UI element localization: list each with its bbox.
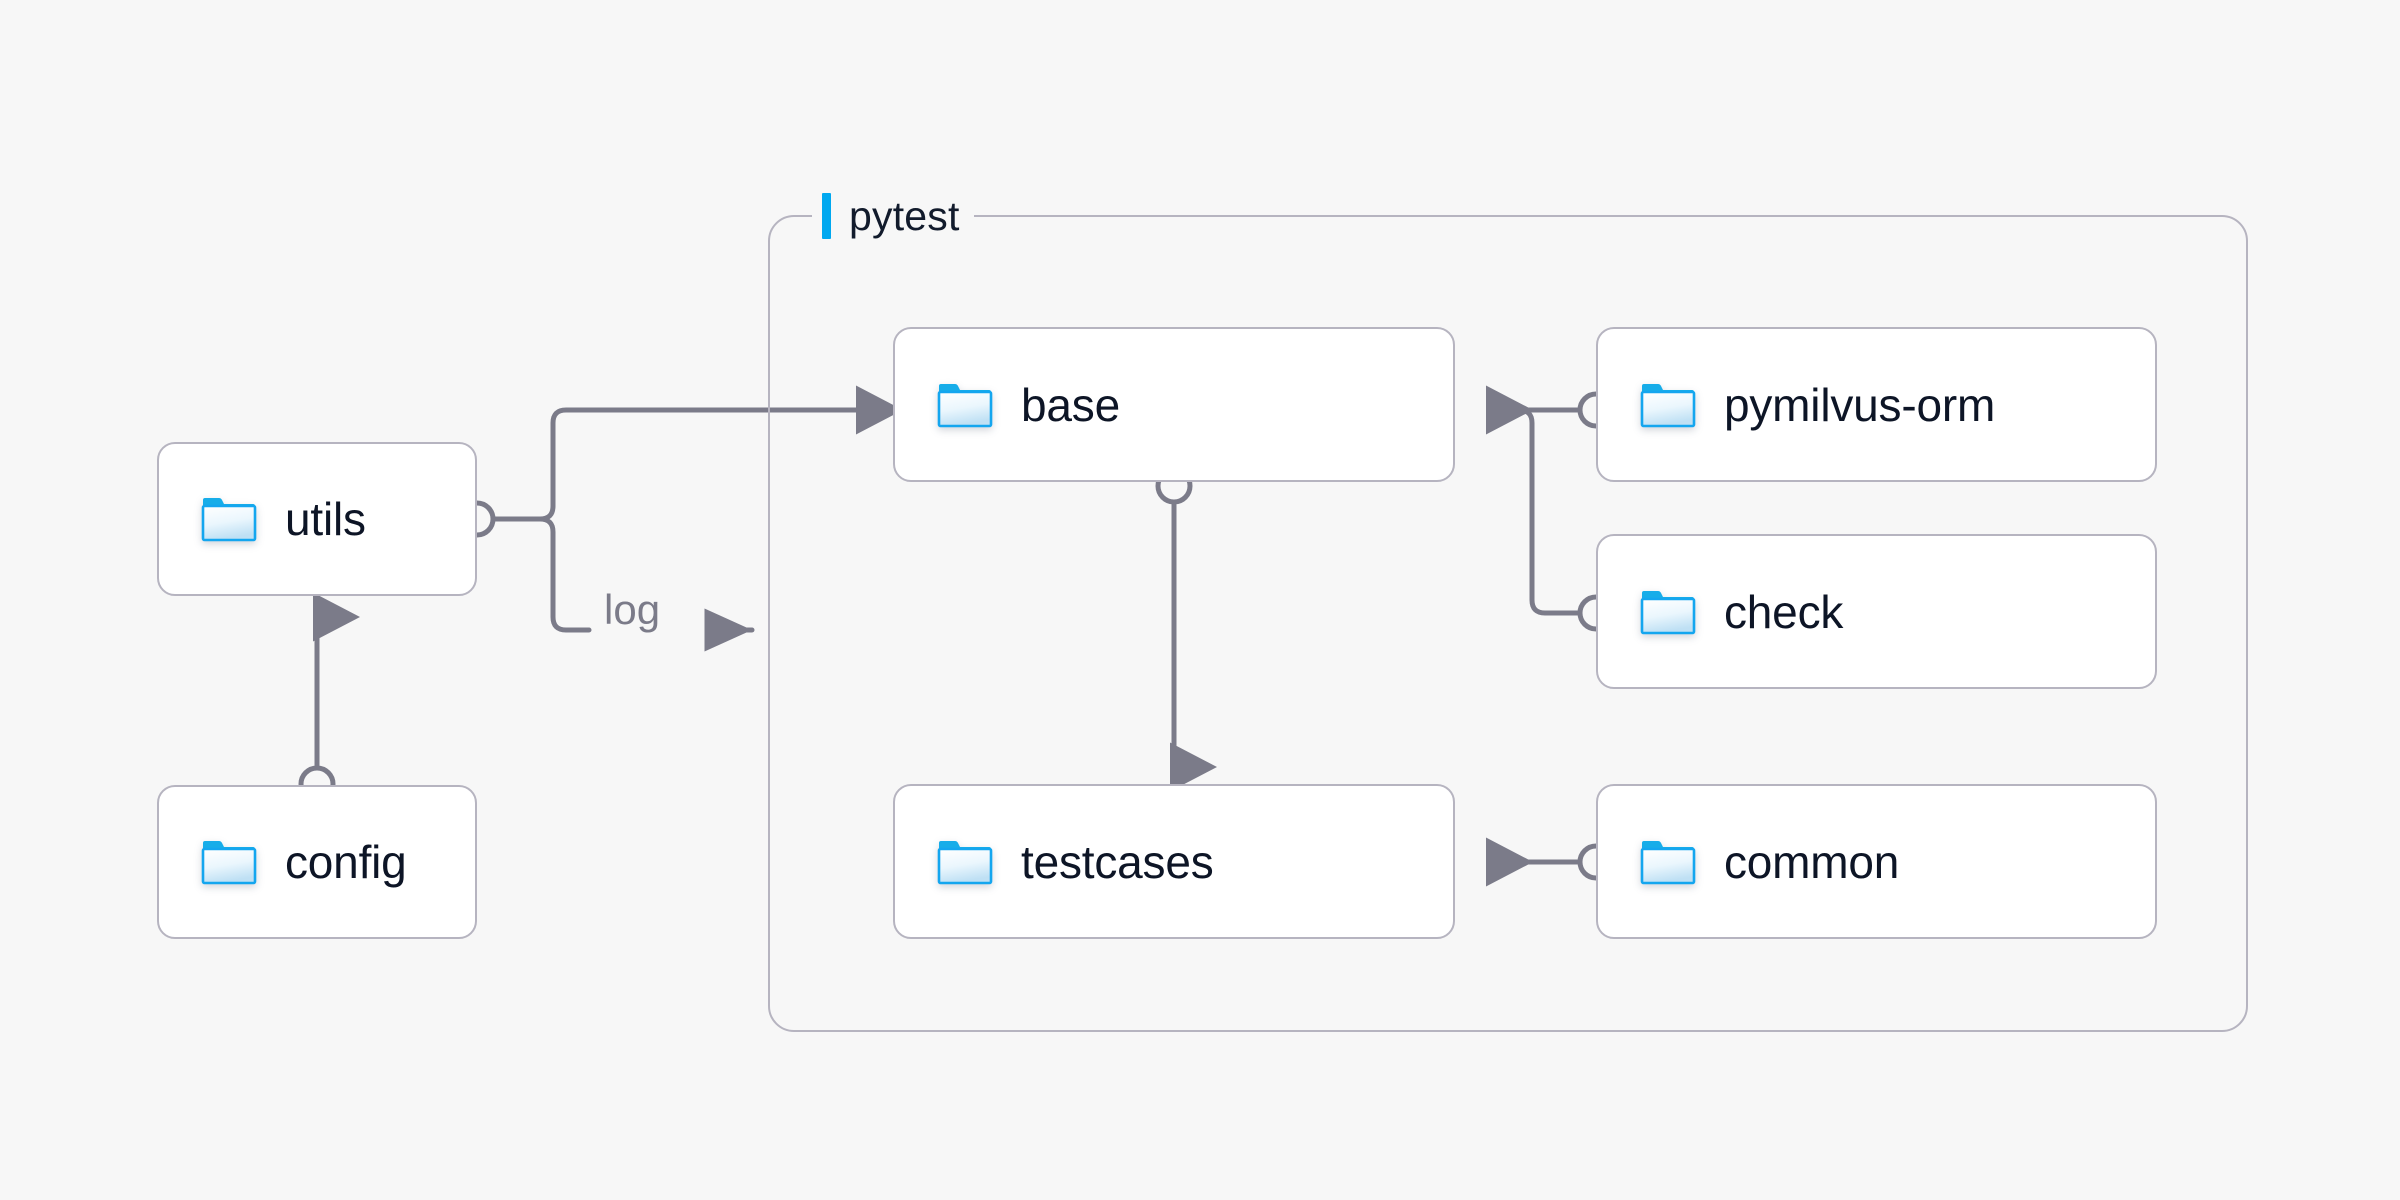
node-label: check <box>1724 585 1844 638</box>
node-common[interactable]: common <box>1596 784 2157 939</box>
edge-utils-to-log <box>530 516 592 633</box>
edge-label-log: log <box>604 586 661 633</box>
folder-icon <box>201 496 257 542</box>
group-pytest-label: pytest <box>849 192 960 239</box>
node-check[interactable]: check <box>1596 534 2157 689</box>
node-label: testcases <box>1021 835 1214 888</box>
group-pytest <box>768 215 2248 1032</box>
node-label: config <box>285 836 407 888</box>
node-testcases[interactable]: testcases <box>893 784 1455 939</box>
group-accent-bar <box>822 193 831 239</box>
node-base[interactable]: base <box>893 327 1455 482</box>
folder-icon <box>1640 839 1696 885</box>
node-label: pymilvus-orm <box>1724 378 1996 431</box>
folder-icon <box>201 839 257 885</box>
group-pytest-label-wrap: pytest <box>812 188 974 244</box>
node-utils[interactable]: utils <box>157 442 477 596</box>
node-label: base <box>1021 378 1120 431</box>
folder-icon <box>1640 382 1696 428</box>
node-label: common <box>1724 835 1900 888</box>
node-label: utils <box>285 493 366 545</box>
folder-icon <box>1640 589 1696 635</box>
folder-icon <box>937 382 993 428</box>
folder-icon <box>937 839 993 885</box>
node-pymilvus-orm[interactable]: pymilvus-orm <box>1596 327 2157 482</box>
node-config[interactable]: config <box>157 785 477 939</box>
